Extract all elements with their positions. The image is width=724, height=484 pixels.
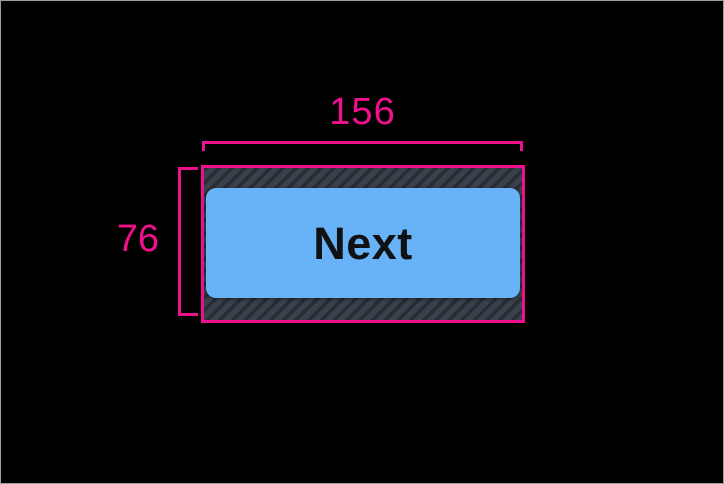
- touch-target-bounds: Next: [201, 165, 525, 323]
- height-dimension-label: 76: [116, 218, 159, 260]
- height-dimension-line: [178, 167, 181, 316]
- touch-target-hatch: Next: [204, 168, 522, 320]
- height-dimension-tick-top: [178, 167, 198, 170]
- width-dimension-line: [202, 141, 523, 144]
- width-dimension-tick-left: [202, 141, 205, 151]
- next-button[interactable]: Next: [206, 188, 520, 298]
- height-dimension-tick-bottom: [178, 313, 198, 316]
- next-button-label: Next: [313, 217, 413, 269]
- width-dimension-label: 156: [329, 91, 396, 133]
- width-dimension-tick-right: [520, 141, 523, 151]
